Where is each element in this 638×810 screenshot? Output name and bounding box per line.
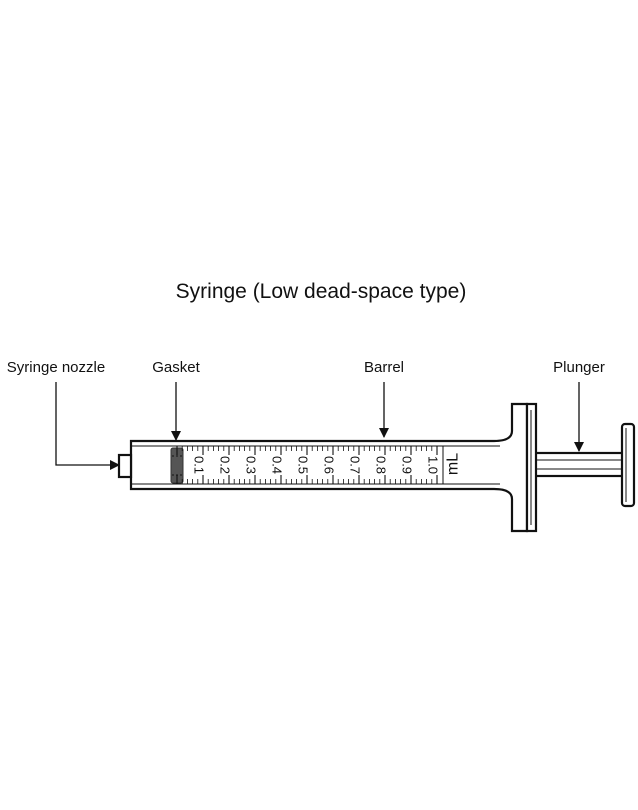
syringe-nozzle bbox=[117, 453, 133, 479]
graduation-label: 1.0 bbox=[426, 456, 441, 474]
graduation-labels: 0.1 0.2 0.3 0.4 0.5 0.6 0.7 0.8 0.9 1.0 bbox=[192, 456, 441, 474]
plunger-rod bbox=[531, 451, 625, 478]
label-plunger: Plunger bbox=[553, 359, 605, 376]
graduation-label: 0.5 bbox=[296, 456, 311, 474]
diagram-title: Syringe (Low dead-space type) bbox=[176, 280, 467, 303]
graduation-label: 0.6 bbox=[322, 456, 337, 474]
plunger bbox=[531, 422, 636, 508]
label-barrel: Barrel bbox=[364, 359, 404, 376]
label-syringe-nozzle: Syringe nozzle bbox=[7, 359, 105, 376]
graduation-scale bbox=[176, 446, 444, 484]
graduation-label: 0.4 bbox=[270, 456, 285, 474]
graduation-label: 0.3 bbox=[244, 456, 259, 474]
unit-label: mL bbox=[445, 453, 462, 475]
graduation-label: 0.1 bbox=[192, 456, 207, 474]
plunger-thumb-press bbox=[620, 422, 636, 508]
graduation-label: 0.2 bbox=[218, 456, 233, 474]
label-gasket: Gasket bbox=[152, 359, 200, 376]
graduation-label: 0.9 bbox=[400, 456, 415, 474]
graduation-label: 0.7 bbox=[348, 456, 363, 474]
graduation-label: 0.8 bbox=[374, 456, 389, 474]
nozzle-arrow bbox=[55, 382, 120, 470]
